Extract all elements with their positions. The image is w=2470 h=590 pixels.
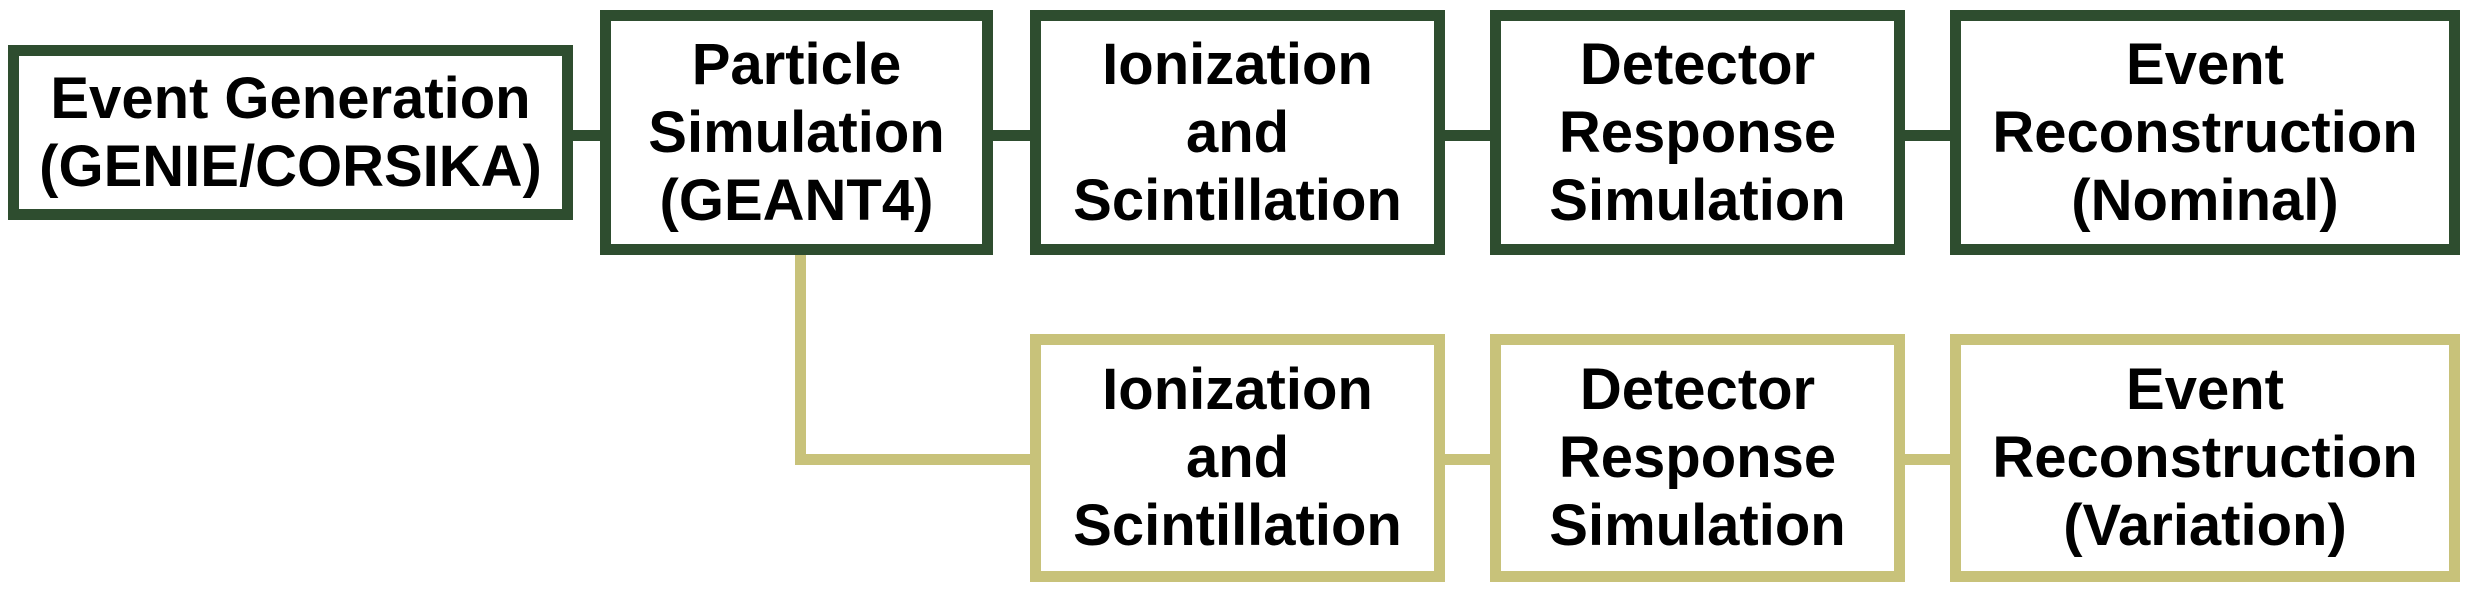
box-detector-response-variation: Detector Response Simulation — [1490, 334, 1905, 582]
box-ionization-scintillation-variation: Ionization and Scintillation — [1030, 334, 1445, 582]
box-ionization-scintillation-variation-label: Ionization and Scintillation — [1073, 357, 1402, 558]
connector-branch-horizontal — [795, 454, 1035, 465]
connector-detector-variation-to-reconstruction-variation — [1900, 454, 1955, 465]
box-event-generation: Event Generation (GENIE/CORSIKA) — [8, 45, 573, 220]
box-event-reconstruction-nominal-label: Event Reconstruction (Nominal) — [1992, 31, 2418, 233]
box-event-reconstruction-nominal: Event Reconstruction (Nominal) — [1950, 10, 2460, 255]
box-detector-response-nominal: Detector Response Simulation — [1490, 10, 1905, 255]
box-particle-simulation-label: Particle Simulation (GEANT4) — [648, 31, 945, 233]
connector-ionization-variation-to-detector-variation — [1440, 454, 1495, 465]
connector-event-generation-to-particle-simulation — [570, 130, 605, 141]
connector-detector-nominal-to-reconstruction-nominal — [1900, 130, 1955, 141]
box-detector-response-nominal-label: Detector Response Simulation — [1549, 31, 1846, 233]
box-event-reconstruction-variation-label: Event Reconstruction (Variation) — [1992, 357, 2418, 558]
box-detector-response-variation-label: Detector Response Simulation — [1549, 357, 1846, 558]
connector-branch-vertical — [795, 250, 806, 465]
box-event-generation-label: Event Generation (GENIE/CORSIKA) — [39, 65, 542, 199]
box-ionization-scintillation-nominal-label: Ionization and Scintillation — [1073, 31, 1402, 233]
box-ionization-scintillation-nominal: Ionization and Scintillation — [1030, 10, 1445, 255]
box-event-reconstruction-variation: Event Reconstruction (Variation) — [1950, 334, 2460, 582]
connector-ionization-nominal-to-detector-nominal — [1440, 130, 1495, 141]
box-particle-simulation: Particle Simulation (GEANT4) — [600, 10, 993, 255]
connector-particle-simulation-to-ionization-nominal — [985, 130, 1035, 141]
